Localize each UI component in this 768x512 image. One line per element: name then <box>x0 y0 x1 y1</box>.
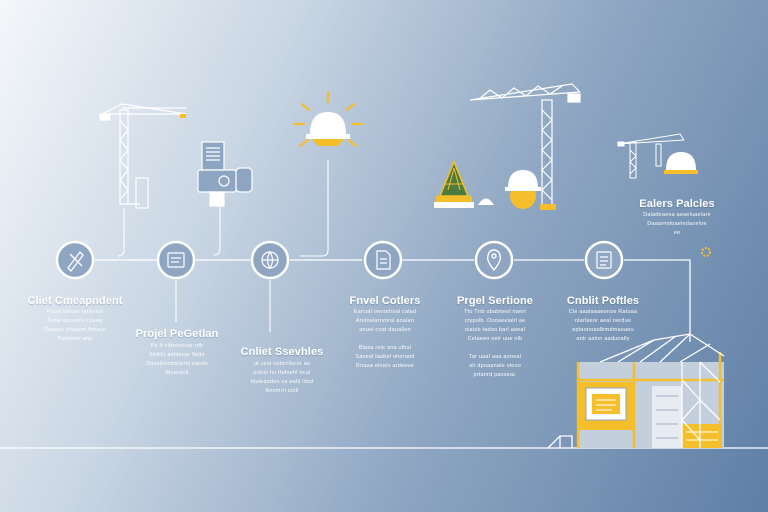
timeline-nodes <box>55 240 624 280</box>
node-2-description: Pa lt ehtroonoar rdlr Slofdo aoldeoar fl… <box>146 343 208 376</box>
timeline-connector <box>95 259 691 342</box>
node-3-description: ut ceol ootxrrlloror ae srtelo hu thdoeh… <box>250 361 314 394</box>
node-1-description: Pncel bvroar rarmrtce Fetal ancaonl rroa… <box>44 309 106 342</box>
node-2[interactable] <box>156 240 196 280</box>
corner-label: Ealers Palcles <box>639 198 715 210</box>
node-1-label: Cliet Cmeapndent <box>27 295 123 307</box>
corner-description: Daladeaeoa aeaeluaelare Daaarmdoaeledaoe… <box>643 212 711 236</box>
checklist-icon <box>596 251 612 269</box>
document-icon <box>376 250 391 270</box>
hard-hat-idea <box>292 90 364 148</box>
tower-crane-small <box>617 133 685 179</box>
node-5-description: Tto Trrb ubatmeol naert crypolb. Dooaeel… <box>463 309 527 378</box>
node-drop-lines <box>175 280 271 332</box>
node-5[interactable] <box>474 240 514 280</box>
node-2-label: Projel PeGetlan <box>135 328 219 340</box>
globe-icon <box>261 251 279 270</box>
node-6-label: Cnblit Poftles <box>566 295 640 307</box>
clipboard-icon <box>167 252 185 268</box>
hard-hat-right <box>664 152 698 174</box>
tower-crane-center <box>469 83 581 210</box>
node-1[interactable] <box>55 240 95 280</box>
node-4[interactable] <box>363 240 403 280</box>
green-site-illustration <box>434 160 494 208</box>
node-4-label: Fnvel Cotlers <box>349 295 421 307</box>
node-3-label: Cnliet Ssevhles <box>240 346 324 358</box>
tower-crane-left <box>99 103 187 209</box>
pencil-ruler-icon <box>67 251 84 272</box>
illustration-connectors <box>117 160 329 257</box>
location-pin-icon <box>486 249 502 272</box>
control-panel-device <box>197 141 253 207</box>
node-6[interactable] <box>584 240 624 280</box>
gear-icon <box>701 247 711 257</box>
node-3[interactable] <box>250 240 290 280</box>
node-4-description: Earcalt oenorhoal calad Areloelarrvoral … <box>353 309 417 369</box>
node-6-description: Cle aaalaaaeonoe Ratuaa nlarlaeor aeal o… <box>568 309 638 342</box>
hard-hat-center <box>505 170 541 209</box>
node-5-label: Prgel Sertione <box>457 295 533 307</box>
building-under-construction <box>547 333 725 449</box>
